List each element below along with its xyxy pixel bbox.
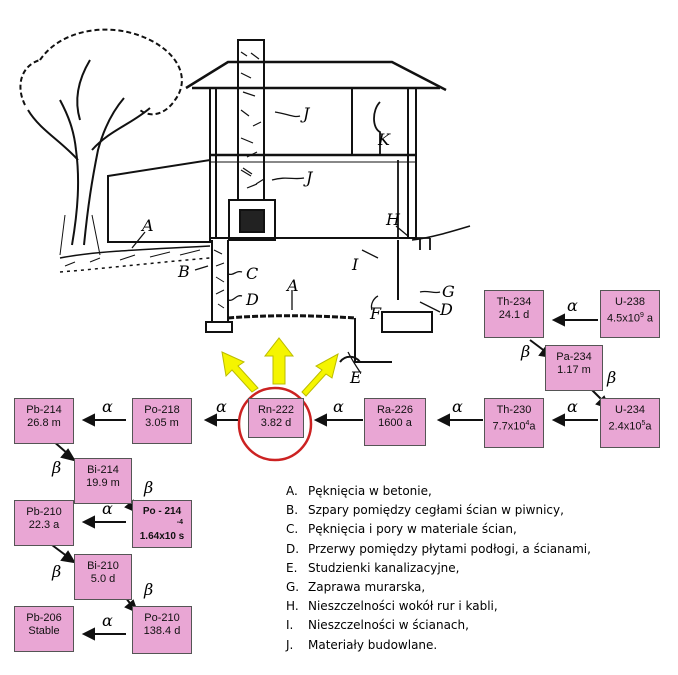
- alpha-label: α: [216, 397, 227, 416]
- legend-item: G.Zaprawa murarska,: [286, 580, 426, 595]
- legend-item: E.Studzienki kanalizacyjne,: [286, 560, 460, 575]
- house-label: I: [352, 255, 359, 274]
- chimney: [228, 39, 276, 241]
- legend-item: J.Materiały budowlane.: [286, 637, 438, 652]
- pipes: [373, 101, 431, 250]
- house-label: D: [440, 300, 453, 319]
- beta-label: β: [144, 478, 154, 497]
- beta-label: β: [521, 342, 531, 361]
- house-label: C: [246, 264, 259, 283]
- isotope-po214: Po - 214 -4 1.64x10 s: [132, 500, 192, 548]
- legend-item: I.Nieszczelności w ścianach,: [286, 618, 469, 633]
- house-label: G: [442, 282, 455, 301]
- legend-item: A.Pęknięcia w betonie,: [286, 484, 432, 498]
- house-label: A: [142, 216, 154, 235]
- isotope-u238: U-238 4.5x109 a: [600, 290, 660, 338]
- beta-label: β: [607, 368, 617, 387]
- house-label: K: [378, 130, 390, 149]
- legend-item: D.Przerwy pomiędzy płytami podłogi, a śc…: [286, 541, 591, 556]
- ground: [59, 225, 471, 273]
- radon-rays: [221, 337, 339, 397]
- beta-label: β: [144, 580, 154, 599]
- house-label: J: [303, 104, 310, 123]
- house-label: A: [287, 276, 299, 295]
- basement: [205, 240, 433, 363]
- alpha-label: α: [452, 397, 463, 416]
- label-arrows: [131, 111, 441, 373]
- house-walls: [107, 87, 417, 243]
- isotope-th230: Th-230 7.7x104a: [484, 398, 544, 448]
- house-label: J: [306, 168, 313, 187]
- house-label: H: [386, 210, 400, 229]
- tree: [19, 28, 183, 256]
- beta-label: β: [52, 458, 62, 477]
- legend-item: B.Szpary pomiędzy cegłami ścian w piwnic…: [286, 503, 564, 518]
- alpha-label: α: [102, 611, 113, 630]
- house-label: D: [246, 290, 259, 309]
- house-label: E: [350, 368, 362, 387]
- alpha-label: α: [567, 296, 578, 315]
- legend: A.Pęknięcia w betonie, B.Szpary pomiędzy…: [286, 482, 591, 655]
- house-label: B: [178, 262, 190, 281]
- legend-item: H.Nieszczelności wokół rur i kabli,: [286, 599, 498, 614]
- roof: [185, 60, 447, 92]
- radon-highlight-circle: [237, 386, 313, 462]
- alpha-label: α: [333, 397, 344, 416]
- legend-item: C.Pęknięcia i pory w materiale ścian,: [286, 522, 517, 537]
- alpha-label: α: [102, 499, 113, 518]
- isotope-u234: U-234 2.4x105a: [600, 398, 660, 448]
- house-label: F: [370, 304, 382, 323]
- alpha-label: α: [102, 397, 113, 416]
- beta-label: β: [52, 562, 62, 581]
- alpha-label: α: [567, 397, 578, 416]
